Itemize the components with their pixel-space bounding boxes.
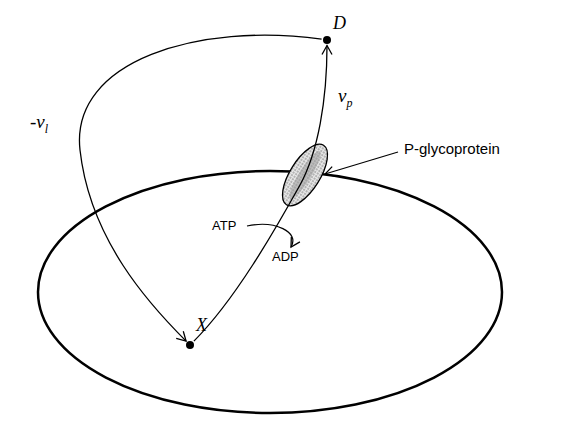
molecule-label: ATP	[212, 219, 236, 233]
flux-arrow	[79, 35, 321, 341]
flux-arrow	[194, 46, 327, 342]
point-node: X	[186, 341, 194, 349]
protein-name: P-glycoprotein	[404, 141, 500, 158]
point-node: D	[323, 36, 331, 44]
cell-membrane	[38, 171, 502, 413]
atp-hydrolysis-arrow	[247, 224, 293, 247]
point-label: X	[196, 316, 207, 334]
flux-label: νp	[336, 86, 354, 110]
point-label: D	[333, 14, 346, 32]
molecule-label: ADP	[272, 250, 299, 264]
pump-leader-arrow	[325, 152, 398, 174]
flux-label: -νl	[28, 112, 50, 136]
